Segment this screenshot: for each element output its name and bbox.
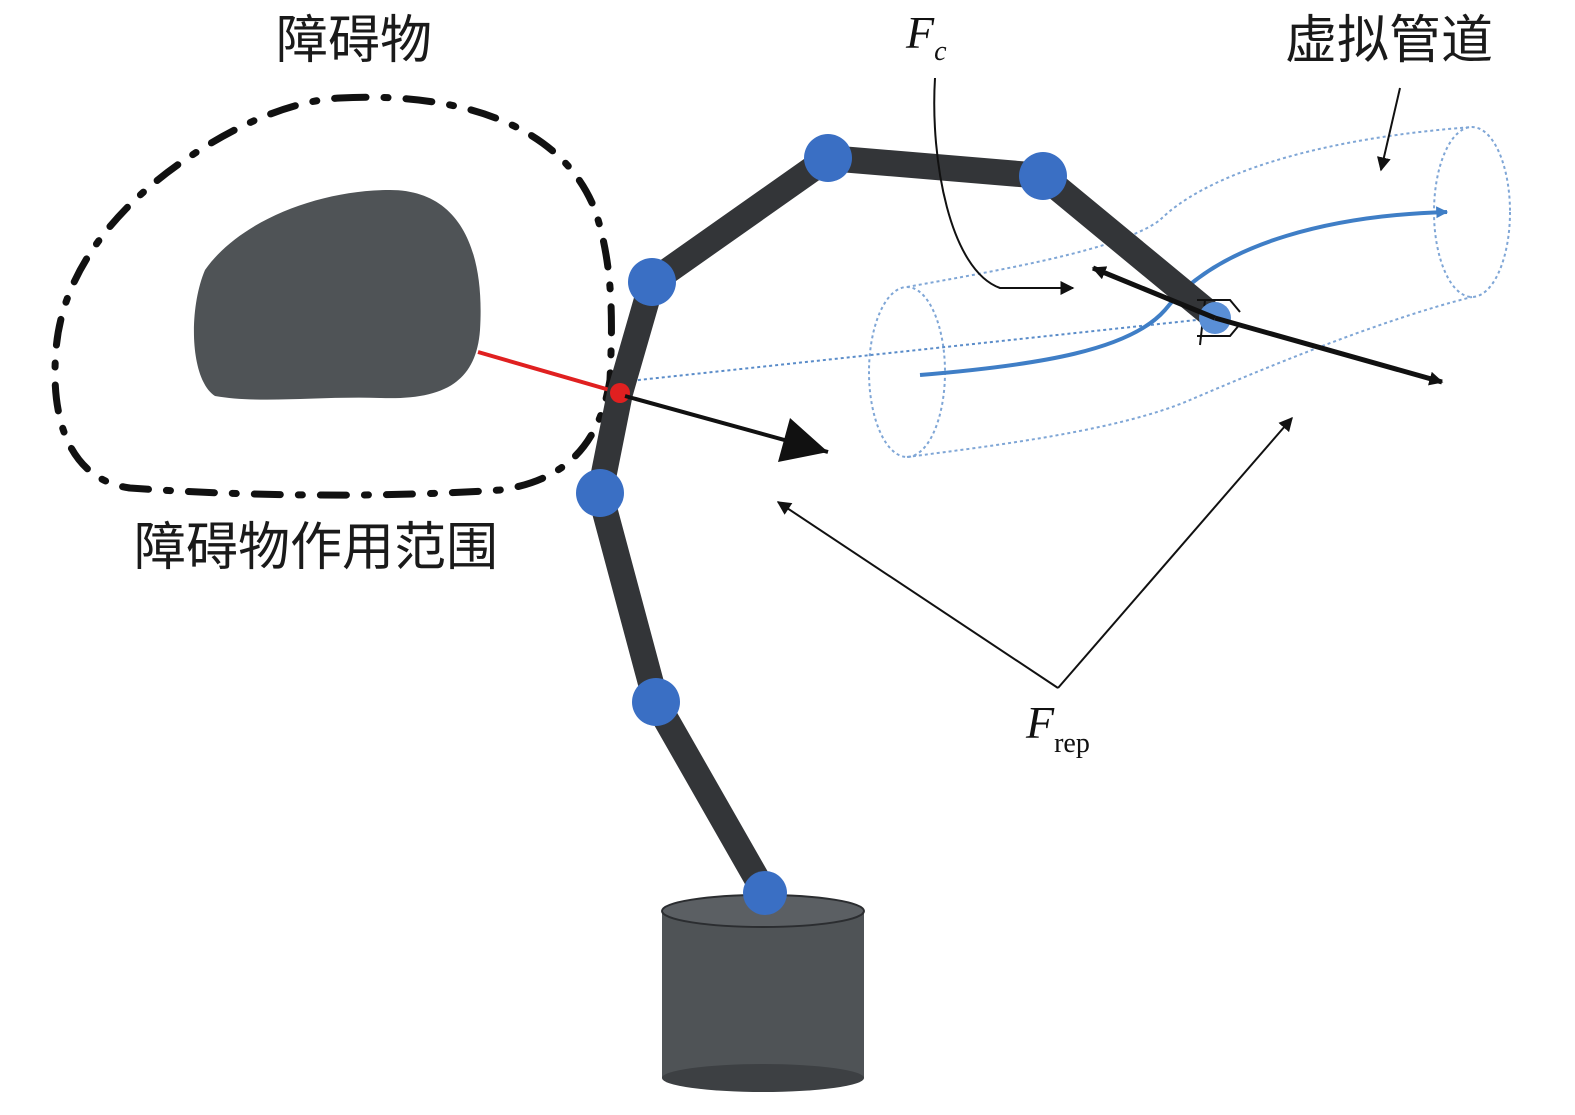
fc-label: Fc (906, 7, 947, 66)
obstacle-range-label: 障碍物作用范围 (134, 518, 499, 578)
robot-joints (576, 134, 1231, 915)
fc-label-main: F (906, 7, 935, 58)
frep-pointer-arrow-right (1057, 416, 1293, 689)
robot-base (661, 894, 865, 1092)
robot-arm-links (587, 145, 1228, 906)
frep-pointer-arrow-left (776, 501, 1059, 689)
pipe-center-curve (919, 206, 1449, 377)
closest-point-marker (610, 383, 630, 403)
joint-2 (632, 678, 680, 726)
obstacle-label: 障碍物 (276, 11, 433, 71)
joint-base (743, 871, 787, 915)
joint-4 (628, 258, 676, 306)
frep-label: Frep (1026, 697, 1090, 758)
closest-distance-line (477, 350, 621, 395)
pipe-pointer-arrow (1377, 87, 1401, 172)
obstacle-range-boundary (51, 93, 615, 499)
joint-3 (576, 469, 624, 517)
joint-6 (1019, 152, 1067, 200)
frep-label-main: F (1026, 697, 1055, 748)
repulsive-force-link-arrowhead (778, 418, 828, 462)
frep-label-sub: rep (1054, 728, 1090, 759)
fc-label-sub: c (934, 36, 947, 67)
virtual-pipe-label: 虚拟管道 (1285, 11, 1494, 71)
fc-pointer-arrow (933, 77, 1075, 295)
end-effector-force-back (1091, 265, 1216, 321)
joint-5 (804, 134, 852, 182)
end-effector-force-forward (1214, 315, 1444, 386)
obstacle-shape (193, 190, 481, 400)
